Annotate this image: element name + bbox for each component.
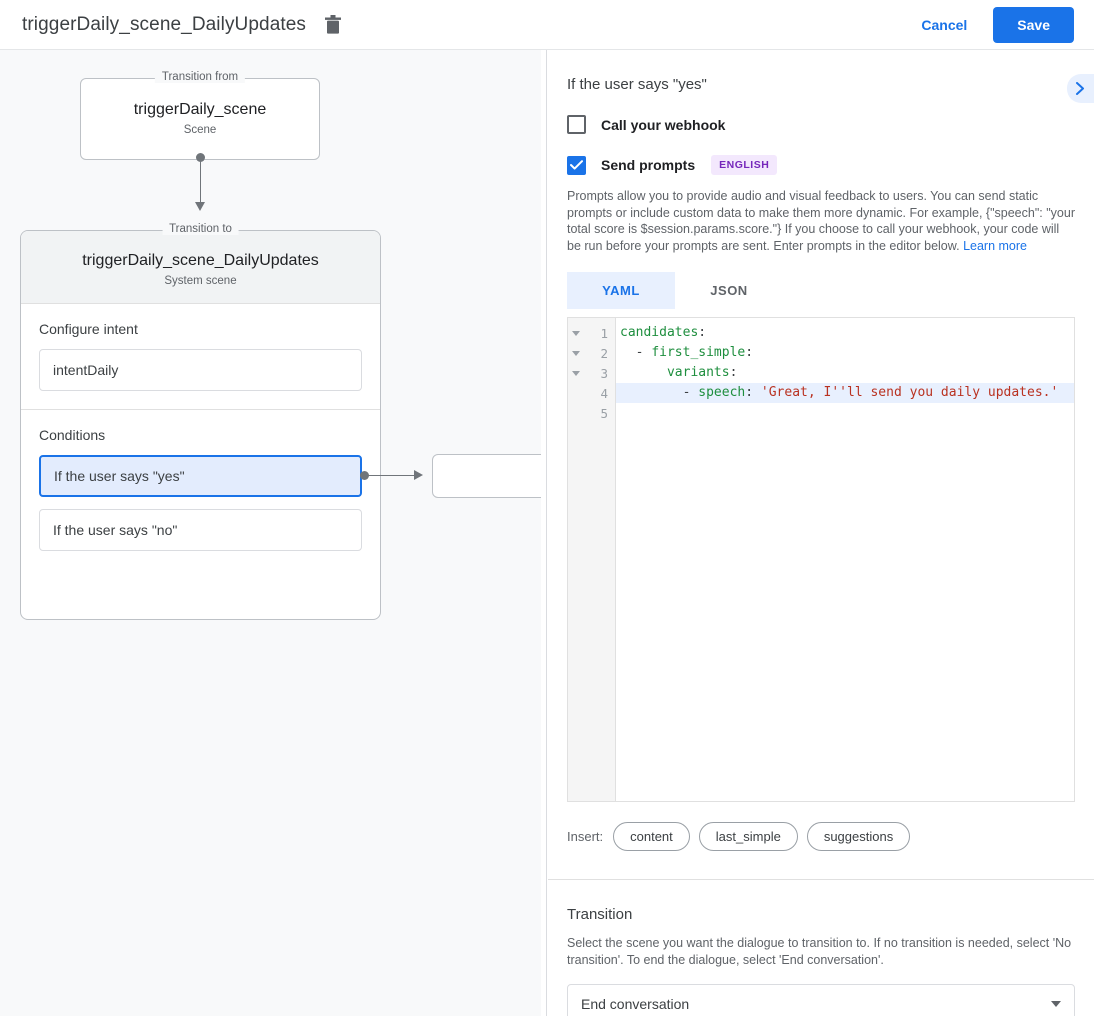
top-bar: triggerDaily_scene_DailyUpdates Cancel S… <box>0 0 1094 50</box>
fold-triangle-icon[interactable] <box>572 370 580 376</box>
editor-code-line: candidates: <box>620 325 707 340</box>
graph-canvas[interactable]: Transition from triggerDaily_scene Scene… <box>0 50 541 1016</box>
transition-to-node[interactable]: Transition to triggerDaily_scene_DailyUp… <box>20 223 381 620</box>
connector-arrow-right <box>414 470 423 480</box>
prompts-description-text: Prompts allow you to provide audio and v… <box>567 189 1075 253</box>
insert-label: Insert: <box>567 829 604 844</box>
webhook-row[interactable]: Call your webhook <box>567 115 1075 134</box>
insert-chip-suggestions[interactable]: suggestions <box>806 822 911 851</box>
transition-description: Select the scene you want the dialogue t… <box>567 936 1072 967</box>
webhook-checkbox[interactable] <box>567 115 586 134</box>
conditions-section: Conditions If the user says "yes" If the… <box>21 409 380 569</box>
transition-from-subtitle: Scene <box>183 124 217 136</box>
line-number: 1 <box>600 325 608 341</box>
cancel-button[interactable]: Cancel <box>909 9 979 41</box>
transition-to-legend: Transition to <box>162 223 239 235</box>
editor-line-number: 2 <box>568 343 615 363</box>
fold-triangle-icon[interactable] <box>572 350 580 356</box>
transition-select-value: End conversation <box>581 996 690 1012</box>
collapse-panel-button[interactable] <box>1067 74 1094 103</box>
line-number: 5 <box>600 405 608 421</box>
trash-icon <box>325 15 342 34</box>
configure-intent-section: Configure intent intentDaily <box>21 303 380 409</box>
editor-line-number: 3 <box>568 363 615 383</box>
editor-code-line <box>616 403 1074 423</box>
transition-heading: Transition <box>567 906 633 923</box>
editor-format-tabs: YAML JSON <box>567 272 1075 309</box>
transition-from-legend: Transition from <box>154 71 246 83</box>
chevron-right-icon <box>1076 82 1084 95</box>
condition-item-no[interactable]: If the user says "no" <box>39 509 362 551</box>
chevron-down-icon <box>1051 1001 1061 1007</box>
editor-code-line: - speech: 'Great, I''ll send you daily u… <box>616 383 1074 403</box>
fold-triangle-icon[interactable] <box>572 330 580 336</box>
save-button[interactable]: Save <box>993 6 1074 43</box>
target-node[interactable] <box>432 454 541 498</box>
connector-line-vertical <box>200 158 201 202</box>
editor-code-line: variants: <box>666 365 738 380</box>
transition-to-subtitle: System scene <box>164 275 237 287</box>
line-number: 4 <box>600 385 608 401</box>
insert-chip-last-simple[interactable]: last_simple <box>698 822 798 851</box>
panel-divider <box>541 50 547 1016</box>
connector-line-horizontal <box>368 475 418 476</box>
learn-more-link[interactable]: Learn more <box>963 238 1027 253</box>
prompts-description: Prompts allow you to provide audio and v… <box>567 188 1075 254</box>
top-bar-actions: Cancel Save <box>909 6 1074 43</box>
delete-button[interactable] <box>320 12 346 38</box>
condition-item-yes[interactable]: If the user says "yes" <box>39 455 362 497</box>
line-number: 3 <box>600 365 608 381</box>
prompt-code-editor[interactable]: 1 2 3 4 5 candidates: - first_simple: varian… <box>567 317 1075 802</box>
connector-dot-from <box>196 153 205 162</box>
editor-code-area[interactable]: candidates: - first_simple: variants: - … <box>616 318 1074 801</box>
section-divider <box>548 879 1094 880</box>
send-prompts-row[interactable]: Send prompts ENGLISH <box>567 155 1075 175</box>
panel-title: If the user says "yes" <box>567 76 707 93</box>
language-badge: ENGLISH <box>711 155 778 175</box>
send-prompts-checkbox[interactable] <box>567 155 586 175</box>
transition-from-title: triggerDaily_scene <box>133 101 267 118</box>
check-icon <box>570 160 583 170</box>
editor-line-number: 1 <box>568 323 615 343</box>
transition-from-node[interactable]: Transition from triggerDaily_scene Scene <box>80 71 320 160</box>
transition-to-header: triggerDaily_scene_DailyUpdates System s… <box>21 231 380 303</box>
intent-field[interactable]: intentDaily <box>39 349 362 391</box>
insert-row: Insert: content last_simple suggestions <box>567 822 1075 851</box>
send-prompts-label: Send prompts <box>601 157 696 173</box>
page-title: triggerDaily_scene_DailyUpdates <box>22 13 307 35</box>
insert-chip-content[interactable]: content <box>613 822 690 851</box>
webhook-label: Call your webhook <box>601 116 726 133</box>
editor-code-line: - first_simple: <box>620 345 754 360</box>
configure-intent-label: Configure intent <box>39 321 138 337</box>
transition-to-title: triggerDaily_scene_DailyUpdates <box>82 252 319 269</box>
editor-line-number: 5 <box>568 403 615 423</box>
transition-select[interactable]: End conversation <box>567 984 1075 1016</box>
connector-dot-condition <box>360 471 369 480</box>
detail-panel: If the user says "yes" Call your webhook… <box>548 50 1094 1016</box>
line-number: 2 <box>600 345 608 361</box>
editor-gutter: 1 2 3 4 5 <box>568 318 616 801</box>
connector-arrow-down <box>195 202 205 211</box>
editor-line-number: 4 <box>568 383 615 403</box>
tab-yaml[interactable]: YAML <box>567 272 675 309</box>
tab-json[interactable]: JSON <box>710 283 748 298</box>
conditions-label: Conditions <box>39 427 106 443</box>
